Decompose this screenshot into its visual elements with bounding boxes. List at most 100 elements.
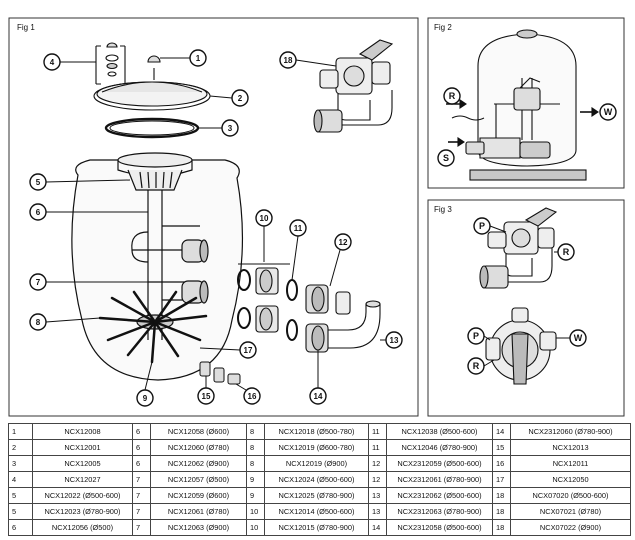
part-number-cell: 13 — [368, 487, 387, 504]
callout-8: 8 — [29, 313, 101, 331]
figure-canvas: Fig 1 — [8, 17, 625, 417]
svg-text:P: P — [479, 221, 485, 231]
part-number-cell: 14 — [492, 423, 511, 440]
part-number-cell: 5 — [8, 503, 33, 520]
part-code-cell: NCX2312058 (Ø500-600) — [386, 519, 493, 536]
part-number-cell: 6 — [132, 439, 151, 456]
part-code-cell: NCX12046 (Ø780-900) — [386, 439, 493, 456]
svg-text:17: 17 — [244, 346, 253, 355]
callout-4: 4 — [43, 53, 96, 71]
fig2-frame — [427, 17, 625, 189]
callout-7: 7 — [29, 273, 148, 291]
fig3-callouts: P R P W R — [467, 217, 587, 375]
fig3-valve-side — [479, 207, 558, 289]
svg-text:15: 15 — [202, 392, 211, 401]
part-number-cell: 9 — [246, 487, 265, 504]
part-number-cell: 8 — [246, 423, 265, 440]
fig1-frame — [8, 17, 419, 417]
part-code-cell: NCX12025 (Ø780-900) — [264, 487, 369, 504]
callout-17: 17 — [199, 341, 257, 359]
svg-text:11: 11 — [294, 224, 303, 233]
multiport-valve — [313, 39, 394, 133]
part-number-cell: 18 — [492, 487, 511, 504]
svg-text:5: 5 — [36, 178, 41, 187]
part-code-cell: NCX12013 — [510, 439, 631, 456]
part-number-cell: 11 — [368, 423, 387, 440]
part-number-cell: 10 — [246, 519, 265, 536]
part-number-cell: 14 — [368, 519, 387, 536]
part-number-cell: 8 — [246, 455, 265, 472]
part-code-cell: NCX2312062 (Ø500-600) — [386, 487, 493, 504]
svg-text:1: 1 — [196, 54, 201, 63]
connection-fittings — [237, 263, 381, 353]
part-code-cell: NCX2312061 (Ø780-900) — [386, 471, 493, 488]
part-code-cell: NCX12011 — [510, 455, 631, 472]
svg-text:18: 18 — [284, 56, 293, 65]
svg-text:2: 2 — [238, 94, 243, 103]
part-code-cell: NCX12061 (Ø780) — [150, 503, 247, 520]
callout-11: 11 — [289, 219, 307, 281]
callout-5: 5 — [29, 173, 131, 191]
part-code-cell: NCX12023 (Ø780-900) — [32, 503, 133, 520]
callout-2: 2 — [209, 89, 249, 107]
callout-6: 6 — [29, 203, 148, 221]
part-number-cell: 7 — [132, 519, 151, 536]
svg-text:R: R — [449, 91, 456, 101]
callout-14: 14 — [309, 350, 327, 405]
svg-text:R: R — [473, 361, 480, 371]
part-number-cell: 7 — [132, 471, 151, 488]
part-code-cell: NCX07021 (Ø780) — [510, 503, 631, 520]
fig3-valve-top — [485, 307, 557, 385]
drain-parts — [199, 361, 241, 385]
callout-r-side: R — [554, 243, 575, 261]
part-code-cell: NCX12019 (Ø900) — [264, 455, 369, 472]
part-code-cell: NCX12001 — [32, 439, 133, 456]
part-code-cell: NCX12024 (Ø500-600) — [264, 471, 369, 488]
svg-text:9: 9 — [143, 394, 148, 403]
part-code-cell: NCX2312063 (Ø780-900) — [386, 503, 493, 520]
filter-tank — [71, 152, 244, 381]
part-number-cell: 15 — [492, 439, 511, 456]
part-code-cell: NCX12058 (Ø600) — [150, 423, 247, 440]
part-number-cell: 11 — [368, 439, 387, 456]
part-number-cell: 9 — [246, 471, 265, 488]
part-number-cell: 12 — [368, 455, 387, 472]
callout-16: 16 — [235, 383, 261, 405]
part-code-cell: NCX2312060 (Ø780-900) — [510, 423, 631, 440]
part-code-cell: NCX12005 — [32, 455, 133, 472]
part-code-cell: NCX12063 (Ø900) — [150, 519, 247, 536]
callout-p-top: P — [467, 327, 491, 345]
svg-text:W: W — [574, 333, 583, 343]
part-number-cell: 17 — [492, 471, 511, 488]
part-number-cell: 8 — [246, 439, 265, 456]
callout-13: 13 — [380, 331, 403, 349]
svg-text:14: 14 — [314, 392, 323, 401]
callout-15: 15 — [197, 376, 215, 405]
svg-text:4: 4 — [50, 58, 55, 67]
lid-assembly — [93, 42, 211, 139]
svg-text:P: P — [473, 331, 479, 341]
callout-w: W — [599, 103, 617, 121]
part-code-cell: NCX12060 (Ø780) — [150, 439, 247, 456]
callout-r: R — [443, 87, 461, 105]
svg-text:13: 13 — [390, 336, 399, 345]
part-code-cell: NCX12008 — [32, 423, 133, 440]
part-code-cell: NCX12038 (Ø500-600) — [386, 423, 493, 440]
part-number-cell: 7 — [132, 487, 151, 504]
callout-s: S — [437, 149, 455, 167]
part-code-cell: NCX12027 — [32, 471, 133, 488]
part-number-cell: 18 — [492, 519, 511, 536]
callout-10: 10 — [255, 209, 273, 262]
callout-12: 12 — [329, 233, 352, 287]
part-code-cell: NCX12059 (Ø600) — [150, 487, 247, 504]
part-number-cell: 6 — [132, 423, 151, 440]
svg-text:R: R — [563, 247, 570, 257]
part-number-cell: 13 — [368, 503, 387, 520]
part-code-cell: NCX12015 (Ø780-900) — [264, 519, 369, 536]
laterals — [98, 290, 208, 364]
